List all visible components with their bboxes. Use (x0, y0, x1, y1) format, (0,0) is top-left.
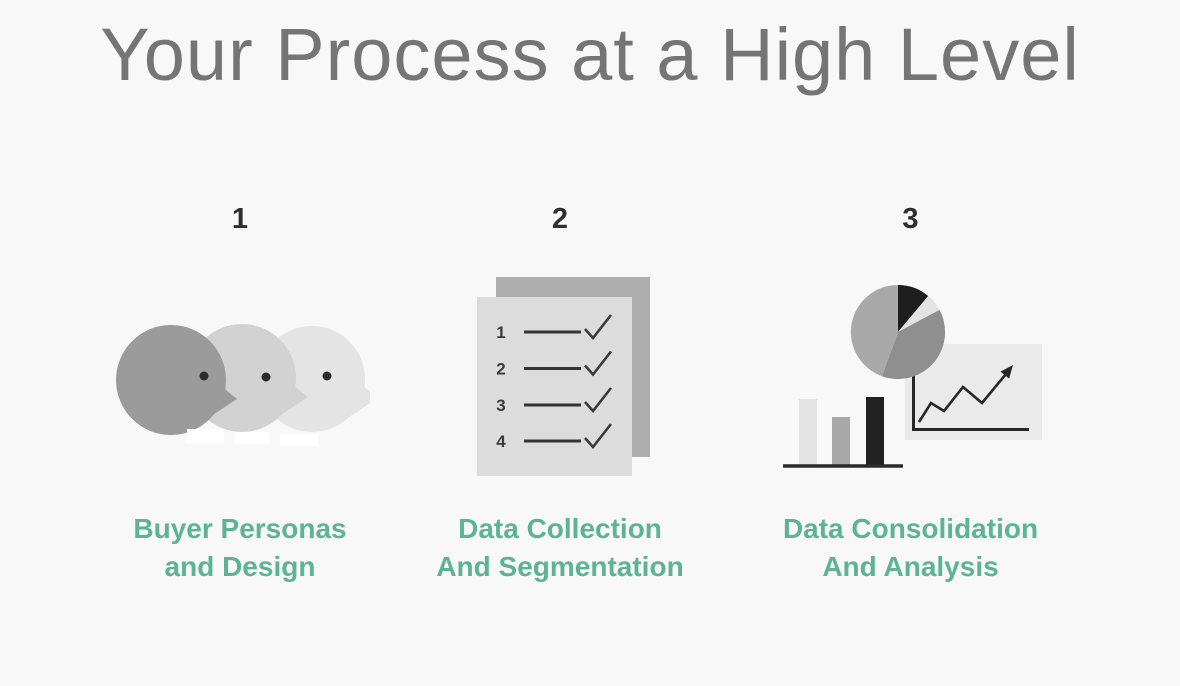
pie-chart-icon (850, 284, 946, 380)
checkmark-icon (584, 423, 613, 450)
step-3-number: 3 (902, 203, 919, 235)
step-2-number: 2 (551, 203, 569, 235)
bar-medium (832, 417, 850, 466)
slide-title: Your Process at a High Level (100, 13, 1080, 96)
step-3-data-consolidation: 3 Data (748, 200, 1073, 640)
step-1-number: 1 (231, 203, 249, 235)
step-1-label-line1: Buyer Personas (133, 513, 347, 544)
checkmark-icon (584, 387, 613, 414)
step-2-label-line2: And Segmentation (436, 551, 684, 582)
step-2-data-collection: 2 1 2 3 4 Data Collection And Segme (405, 200, 715, 640)
bubble-dot (199, 371, 209, 381)
step-3-label-line2: And Analysis (822, 551, 999, 582)
chart-axes (912, 363, 1029, 431)
speech-bubbles-icon (116, 324, 370, 446)
step-3-label: Data Consolidation And Analysis (748, 510, 1073, 586)
bubble-base-notch (280, 434, 318, 446)
pie-slice-gray (850, 284, 898, 377)
bubble-dot (322, 371, 332, 381)
step-2-label: Data Collection And Segmentation (405, 510, 715, 586)
bar-chart-icon (783, 397, 903, 468)
bubble-base-notch (235, 432, 269, 444)
step-1-buyer-personas: 1 Buyer Personas and Design (85, 200, 395, 640)
bar-light (799, 399, 817, 466)
pie-slice-black (898, 285, 929, 332)
checklist-item-number: 1 (496, 323, 505, 342)
bar-dark (866, 397, 884, 466)
bubble-base-notch (187, 429, 224, 443)
checkmark-icon (584, 314, 613, 341)
bubble-dot (261, 372, 271, 382)
checklist-pages-icon: 1 2 3 4 (477, 277, 650, 476)
step-1-label-line2: and Design (164, 551, 316, 582)
step-2-label-line1: Data Collection (458, 513, 662, 544)
bubble-dark (116, 325, 226, 435)
arrow-head (1000, 365, 1013, 379)
step-1-label: Buyer Personas and Design (85, 510, 395, 586)
checklist-item-number: 2 (496, 360, 505, 379)
pie-slice-light (898, 296, 940, 332)
analytics-charts-icon (783, 284, 1042, 468)
step-3-label-line1: Data Consolidation (782, 513, 1039, 544)
checklist-item-number: 4 (496, 432, 506, 451)
pie-slice-dark-gray (881, 309, 946, 380)
trend-line (917, 373, 1008, 423)
checkmark-icon (584, 350, 613, 377)
front-page (477, 297, 632, 476)
checklist-item-number: 3 (496, 396, 505, 415)
